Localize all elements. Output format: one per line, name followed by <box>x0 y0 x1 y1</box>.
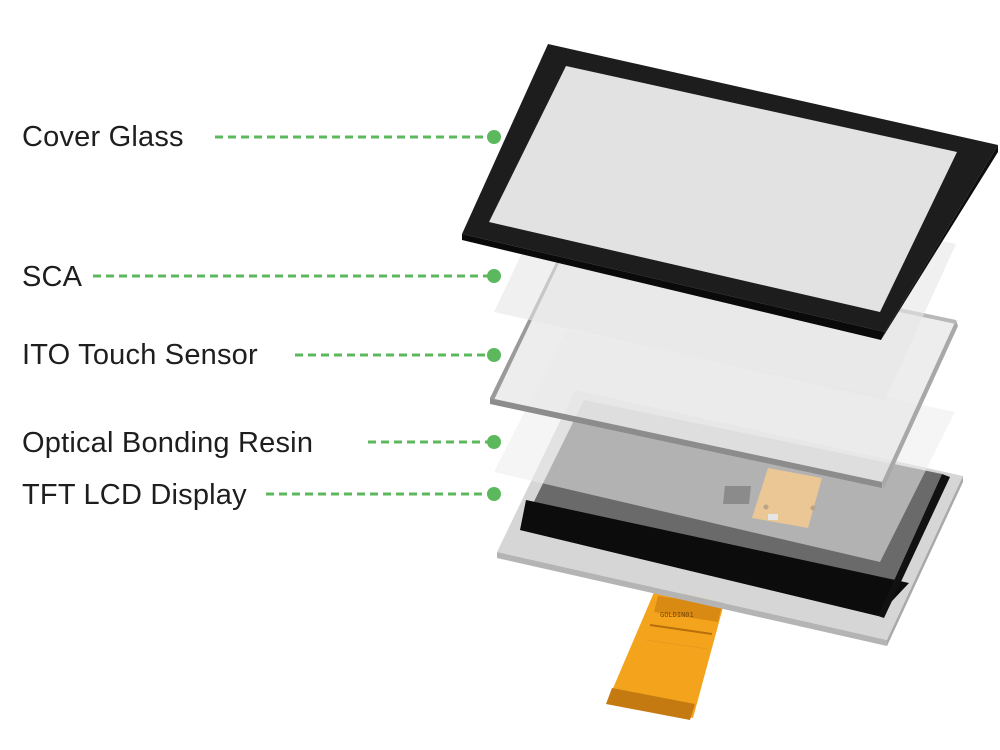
leader-dots <box>487 130 501 501</box>
leader-lines <box>93 135 490 496</box>
label-ito-touch-sensor: ITO Touch Sensor <box>22 339 258 371</box>
leader-dot-cover-glass <box>487 130 501 144</box>
leader-dot-tft-lcd-display <box>487 487 501 501</box>
label-optical-bonding-resin: Optical Bonding Resin <box>22 427 314 459</box>
svg-text:GOLDIN01: GOLDIN01 <box>660 611 694 619</box>
label-sca: SCA <box>22 261 83 293</box>
leader-dot-ito-touch-sensor <box>487 348 501 362</box>
cover-glass <box>462 44 998 340</box>
fpc-cable: GOLDIN01 <box>606 590 725 720</box>
label-cover-glass: Cover Glass <box>22 121 184 153</box>
leader-dot-sca <box>487 269 501 283</box>
leader-dot-optical-bonding-resin <box>487 435 501 449</box>
label-tft-lcd-display: TFT LCD Display <box>22 479 247 511</box>
